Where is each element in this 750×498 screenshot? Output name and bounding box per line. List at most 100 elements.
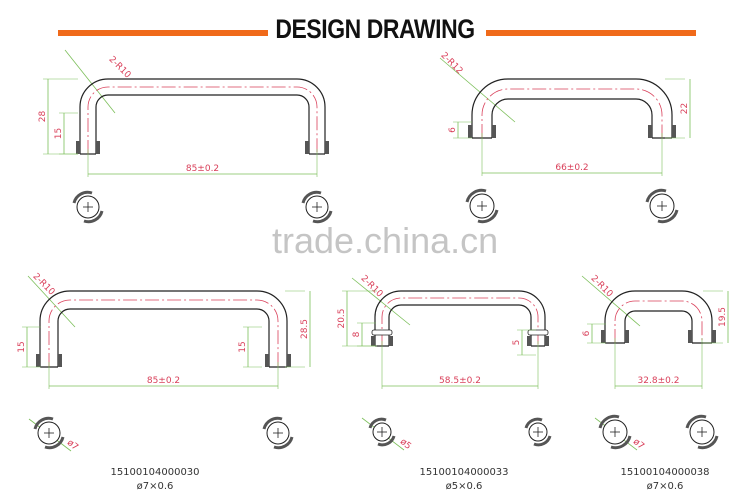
handle-centerline (481, 88, 663, 138)
foot-thread (265, 354, 269, 367)
dimension-label: 58.5±0.2 (439, 376, 481, 386)
foot-thread (672, 125, 676, 138)
dimension-label: 15 (54, 128, 64, 139)
foot-thread (287, 354, 291, 367)
handle-drawing-1: 2-R10 28 15 85±0.2 (38, 49, 333, 224)
section-arc (697, 435, 719, 450)
part-number: 15100104000038 (620, 467, 710, 478)
dimension-label: 5 (512, 340, 522, 346)
foot-thread (527, 336, 531, 346)
section-arc (598, 414, 620, 429)
part-number: 15100104000033 (419, 467, 509, 478)
radius-leader (351, 277, 411, 326)
radius-label: 2-R12 (438, 51, 464, 77)
section-arc (477, 209, 499, 224)
dimension-label: 32.8±0.2 (638, 376, 680, 386)
handle-inner-outline (388, 304, 532, 346)
section-arc (645, 188, 667, 203)
section-arc (44, 436, 65, 450)
section-arc (524, 417, 543, 429)
collar-ring (371, 329, 393, 336)
dimension-label: 28 (38, 111, 48, 123)
foot-thread (325, 141, 329, 154)
section-arc (685, 414, 707, 429)
radius-leader (439, 57, 516, 123)
handle-outer-outline (471, 78, 673, 138)
foot-thread (58, 354, 62, 367)
section-arc (83, 210, 104, 224)
handle-inner-outline (491, 98, 653, 138)
radius-leader (581, 275, 641, 327)
foot-thread (601, 330, 605, 343)
radius-label: 2-R10 (106, 55, 132, 81)
foot-thread (96, 141, 100, 154)
dimension-label: 66±0.2 (555, 163, 588, 173)
dimension-label: 85±0.2 (186, 164, 219, 174)
part-spec: ø7×0.6 (136, 481, 174, 492)
handle-centerline (614, 300, 703, 343)
handle-inner-outline (57, 308, 270, 367)
handle-centerline (381, 297, 539, 346)
part-number: 15100104000030 (110, 467, 200, 478)
title-bar-left (58, 30, 268, 36)
foot-thread (305, 141, 309, 154)
part-spec: ø7×0.6 (646, 481, 684, 492)
handle-centerline (48, 299, 279, 367)
dimension-label: 8 (352, 331, 362, 337)
diameter-label: ø7 (65, 438, 80, 453)
dimension-label: 28.5 (300, 319, 310, 339)
dimension-label: 15 (238, 341, 248, 352)
dimension-label: 6 (448, 127, 458, 133)
foot-thread (688, 330, 692, 343)
foot-thread (36, 354, 40, 367)
dimension-label: 85±0.2 (147, 376, 180, 386)
section-arc (610, 435, 632, 450)
foot-thread (468, 125, 472, 138)
handle-drawing-3: 2-R10 28.5 15 15 85±0.2 ø7 (17, 272, 311, 453)
collar-ring (527, 329, 549, 336)
handle-inner-outline (624, 310, 693, 343)
section-arc (377, 435, 396, 447)
foot-thread (492, 125, 496, 138)
foot-thread (389, 336, 393, 346)
foot-thread (648, 125, 652, 138)
dimension-label: 22 (680, 103, 690, 114)
handle-outer-outline (79, 78, 326, 154)
foot-thread (625, 330, 629, 343)
section-arc (301, 190, 322, 204)
caption-handle-033: 15100104000033 ø5×0.6 (384, 466, 544, 494)
dimension-label: 20.5 (337, 308, 347, 328)
foot-thread (371, 336, 375, 346)
foot-thread (545, 336, 549, 346)
handle-outer-outline (374, 290, 546, 346)
section-arc (533, 435, 552, 447)
foot-thread (712, 330, 716, 343)
radius-label: 2-R10 (30, 272, 56, 298)
handle-centerline (87, 86, 318, 154)
dimension-label: 15 (17, 341, 27, 352)
radius-leader (27, 275, 76, 328)
part-spec: ø5×0.6 (445, 481, 483, 492)
section-arc (33, 416, 54, 430)
section-arc (657, 209, 679, 224)
section-arc (368, 417, 387, 429)
radius-leader (64, 49, 116, 114)
radius-label: 2-R10 (588, 274, 614, 300)
section-arc (72, 190, 93, 204)
diameter-label: ø7 (631, 437, 646, 452)
caption-handle-038: 15100104000038 ø7×0.6 (585, 466, 745, 494)
page-title: DESIGN DRAWING (275, 14, 475, 44)
section-arc (273, 436, 294, 450)
handle-inner-outline (95, 94, 310, 154)
diameter-label: ø5 (398, 437, 413, 452)
section-arc (465, 188, 487, 203)
handle-drawing-2: 2-R12 22 6 66±0.2 (438, 51, 691, 224)
section-arc (312, 210, 333, 224)
foot-thread (76, 141, 80, 154)
handle-outer-outline (604, 290, 713, 343)
handle-outer-outline (39, 290, 288, 367)
section-arc (262, 416, 283, 430)
